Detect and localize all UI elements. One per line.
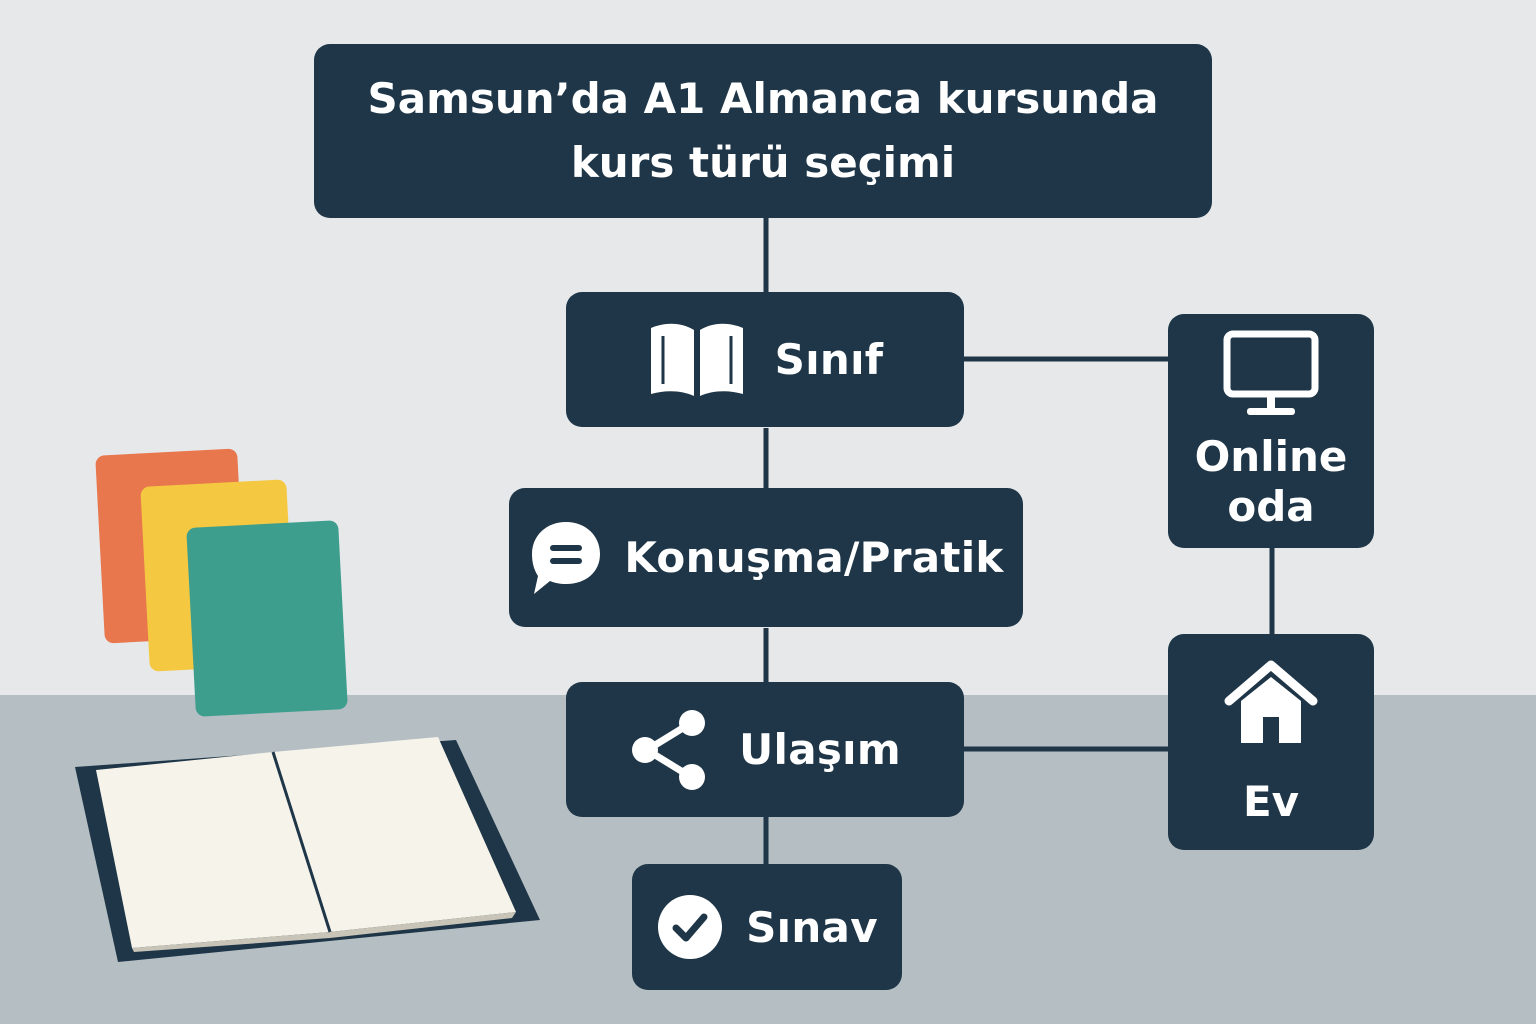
book-left-page <box>96 752 330 948</box>
sinif-label: Sınıf <box>774 335 884 384</box>
sinav-label: Sınav <box>746 902 878 952</box>
monitor-icon <box>1223 330 1319 415</box>
share-icon <box>632 709 706 790</box>
speech-bubble-icon <box>532 521 601 594</box>
ulasim-label: Ulaşım <box>739 725 901 774</box>
teal-card <box>186 520 348 717</box>
color-cards-illustration <box>95 448 348 717</box>
check-circle-icon <box>658 895 723 959</box>
online-label-line-2: oda <box>1227 482 1315 531</box>
book-page-edge <box>132 912 516 952</box>
title-line-2: kurs türü seçimi <box>570 138 956 187</box>
konusma-node: Konuşma/Pratik <box>509 488 1023 627</box>
book-spine <box>271 751 332 933</box>
konusma-label: Konuşma/Pratik <box>624 533 1004 582</box>
ev-label: Ev <box>1242 777 1300 826</box>
title-node: Samsun’da A1 Almanca kursunda kurs türü … <box>314 44 1212 218</box>
house-icon <box>1224 660 1318 743</box>
title-line-1: Samsun’da A1 Almanca kursunda <box>367 74 1159 123</box>
online-label-line-1: Online <box>1194 432 1348 481</box>
ev-node: Ev <box>1168 634 1374 850</box>
sinif-node: Sınıf <box>566 292 964 427</box>
sinav-node: Sınav <box>632 864 902 990</box>
ulasim-node: Ulaşım <box>566 682 964 817</box>
online-node: Online oda <box>1168 314 1374 548</box>
book-right-page <box>273 737 516 932</box>
open-book-icon <box>650 323 743 396</box>
open-book-illustration <box>75 737 540 962</box>
connector-lines <box>763 218 1275 864</box>
